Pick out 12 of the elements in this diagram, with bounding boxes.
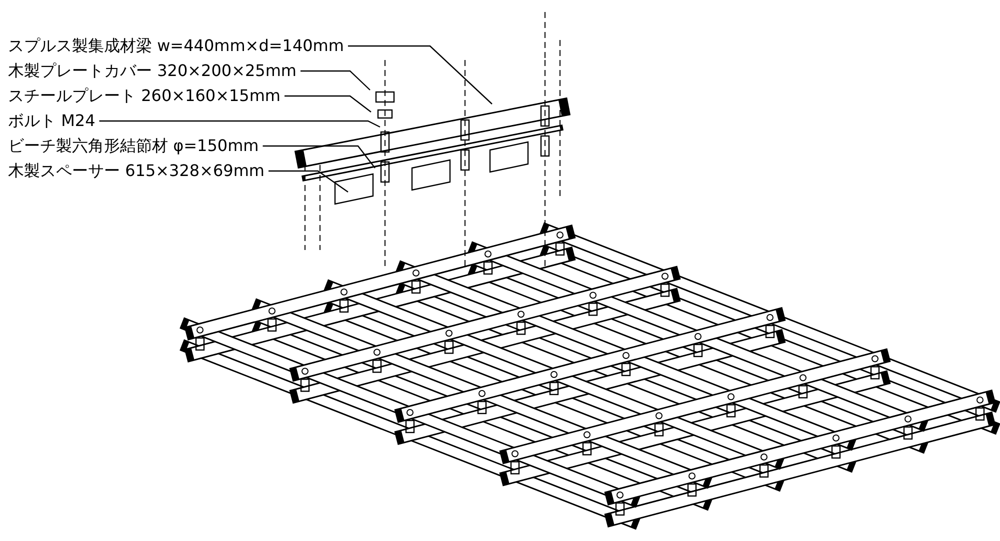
leader-line <box>300 70 370 90</box>
leader-line <box>99 120 380 128</box>
leader-line <box>348 45 492 104</box>
part-label: ボルト M24 <box>8 111 96 131</box>
part-label: 木製プレートカバー 320×200×25mm <box>8 61 297 81</box>
leader-line <box>284 95 372 112</box>
part-label: 木製スペーサー 615×328×69mm <box>8 161 265 181</box>
leader-line <box>268 170 348 192</box>
leader-line <box>262 145 376 168</box>
part-label: ビーチ製六角形結節材 φ=150mm <box>8 136 259 156</box>
part-label: スプルス製集成材梁 w=440mm×d=140mm <box>8 36 344 56</box>
part-label: スチールプレート 260×160×15mm <box>8 86 281 106</box>
